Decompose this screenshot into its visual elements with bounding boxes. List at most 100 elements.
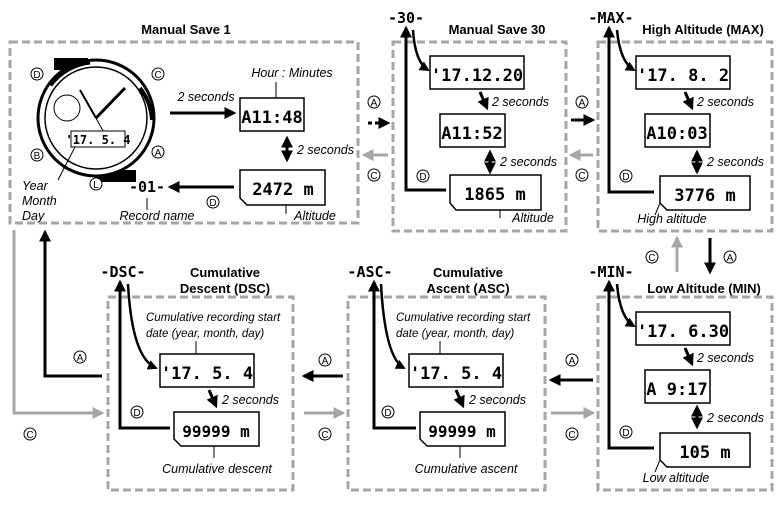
code-30: -30- [388, 9, 424, 27]
arrow-ms30-date-to-time [477, 91, 489, 111]
interval-ms30-b: 2 seconds [499, 155, 557, 169]
title-manual-save-30: Manual Save 30 [449, 22, 546, 37]
display-max-time [644, 113, 711, 148]
code-dsc: -DSC- [100, 263, 145, 281]
interval-ms1-a: 2 seconds [177, 90, 235, 104]
button-d-label-min: D [622, 428, 629, 439]
interval-dsc: 2 seconds [221, 393, 279, 407]
button-c-label-ms1-dsc: C [26, 430, 33, 441]
title-manual-save-1: Manual Save 1 [141, 22, 231, 37]
interval-ms30-a: 2 seconds [491, 95, 549, 109]
label-ms1-altitude: Altitude [293, 209, 336, 223]
button-c-label-ms30-1: C [370, 171, 377, 182]
ms30-time-text: A11:52 [441, 124, 502, 144]
button-d-icon-ms1 [206, 195, 220, 209]
max-date-text: '17. 8. 2 [637, 66, 729, 86]
interval-ms1-b: 2 seconds [296, 143, 354, 157]
dsc-date-text: '17. 5. 4 [161, 364, 253, 384]
button-c-icon-max-30 [575, 168, 589, 182]
interval-min-b: 2 seconds [706, 411, 764, 425]
button-d-icon-ms30 [416, 169, 430, 183]
code-max: -MAX- [588, 9, 633, 27]
arrow-min-code-to-date [615, 283, 636, 328]
interval-asc: 2 seconds [468, 393, 526, 407]
asc-start-label-1: Cumulative recording start [396, 312, 531, 324]
button-c-label-dsc-asc: C [321, 430, 328, 441]
display-max-altitude [659, 175, 751, 211]
display-min-altitude [659, 432, 751, 468]
button-a-label-max-min: A [727, 253, 734, 264]
arrow-ms1-to-dsc [12, 230, 105, 419]
button-a-icon-ms1-30 [367, 95, 381, 109]
watch-lcd: '17. 5. 4 [65, 133, 130, 147]
button-c-icon [151, 67, 165, 81]
button-a-label-dsc-ms1: A [77, 353, 84, 364]
button-c-icon-dsc-asc [318, 427, 332, 441]
arrow-asc-code-to-date [379, 283, 406, 370]
title-descent-2: Descent (DSC) [180, 281, 270, 296]
watch-button-b: B [30, 148, 44, 162]
button-l-icon [89, 177, 103, 191]
label-hour-minutes: Hour : Minutes [251, 66, 332, 80]
ms1-time-text: A11:48 [241, 108, 302, 128]
display-asc-date [408, 353, 504, 388]
button-d-label-asc: D [384, 408, 391, 419]
display-asc-value [419, 411, 506, 447]
arrow-max-date-to-time [682, 91, 694, 111]
button-a-label-ms1-30: A [371, 98, 378, 109]
display-ms30-date [429, 55, 525, 90]
dsc-start-label-1: Cumulative recording start [146, 312, 281, 324]
button-d-label-dsc: D [133, 408, 140, 419]
label-high-altitude: High altitude [637, 212, 707, 226]
display-min-date [635, 311, 731, 346]
button-a-icon-max-min [723, 250, 737, 264]
title-descent-1: Cumulative [190, 265, 260, 280]
panel-manual-save-1 [8, 40, 360, 225]
panel-cumulative-descent [106, 295, 295, 492]
ms1-altitude-text: 2472 m [252, 180, 313, 200]
button-c-label: C [154, 70, 161, 81]
min-time-text: A 9:17 [646, 380, 707, 400]
button-d-icon-dsc [130, 405, 144, 419]
watch-button-l: L [89, 177, 103, 191]
display-min-time [644, 369, 711, 404]
title-low-altitude: Low Altitude (MIN) [647, 281, 761, 296]
button-a-label-min-asc: A [569, 356, 576, 367]
asc-start-label-2: date (year, month, day) [396, 328, 514, 340]
arrow-dsc-code-to-date [126, 283, 158, 370]
bracket-dsc [114, 279, 170, 430]
button-c-label-asc-min: C [568, 430, 575, 441]
button-a-icon-min-asc [565, 353, 579, 367]
arrow-dsc-to-ms1 [39, 229, 102, 378]
ms30-altitude-text: 1865 m [464, 185, 525, 205]
button-b-label: B [34, 151, 41, 162]
arrow-min-date-to-time [682, 347, 694, 367]
label-ms30-altitude: Altitude [511, 211, 554, 225]
watch-button-a: A [151, 145, 165, 159]
record-code: -01- [129, 178, 165, 196]
button-a-label-asc-dsc: A [322, 356, 329, 367]
button-d-icon-asc [381, 405, 395, 419]
button-d-icon [30, 67, 44, 81]
dsc-start-label-2: date (year, month, day) [146, 328, 264, 340]
watch-button-d: D [30, 67, 44, 81]
label-year: Year [22, 179, 49, 193]
label-cumulative-ascent: Cumulative ascent [415, 462, 518, 476]
display-dsc-date [159, 353, 255, 388]
min-altitude-leader [654, 459, 661, 473]
panel-cumulative-ascent [346, 295, 547, 492]
label-month: Month [22, 194, 57, 208]
button-a-label: A [155, 148, 162, 159]
panel-high-altitude [596, 40, 774, 233]
button-c-label-max-30: C [578, 171, 585, 182]
label-low-altitude: Low altitude [643, 471, 710, 485]
button-d-label-max: D [622, 172, 629, 183]
interval-max-b: 2 seconds [706, 155, 764, 169]
title-ascent-2: Ascent (ASC) [426, 281, 509, 296]
display-dsc-value [173, 411, 260, 447]
asc-date-text: '17. 5. 4 [410, 364, 502, 384]
asc-value-text: 99999 m [428, 422, 496, 441]
button-d-icon-min [619, 425, 633, 439]
bracket-asc [368, 279, 416, 430]
button-d-label: D [33, 70, 40, 81]
